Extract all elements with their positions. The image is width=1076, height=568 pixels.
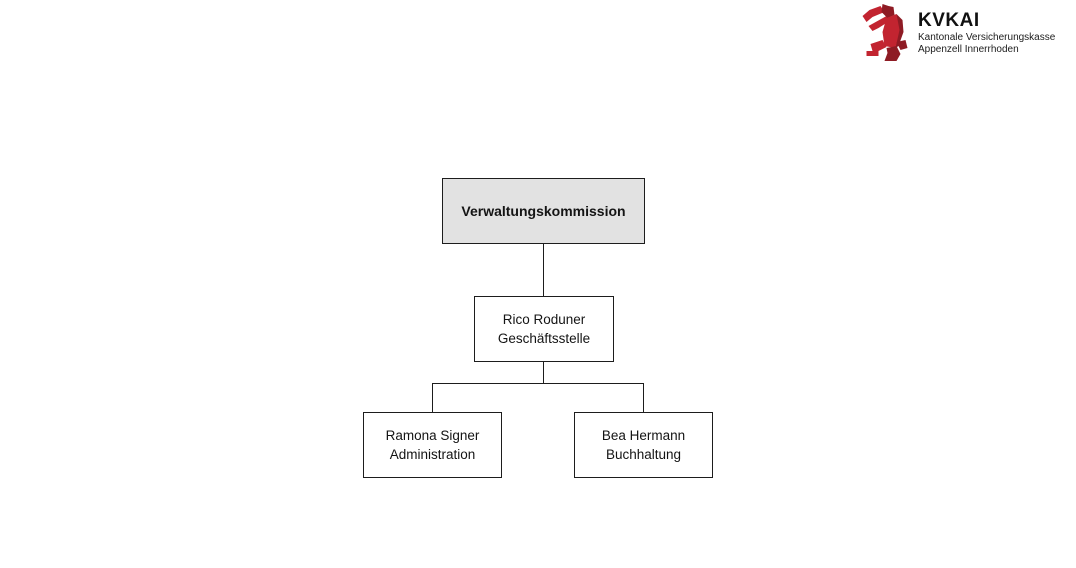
connector-manager-down bbox=[543, 362, 544, 384]
org-node-title: Verwaltungskommission bbox=[461, 202, 626, 219]
connector-horizontal bbox=[432, 383, 644, 384]
org-node-administration: Ramona Signer Administration bbox=[363, 412, 502, 478]
org-node-verwaltungskommission: Verwaltungskommission bbox=[442, 178, 645, 244]
org-node-role: Buchhaltung bbox=[605, 447, 682, 462]
org-node-geschaeftsstelle: Rico Roduner Geschäftsstelle bbox=[474, 296, 614, 362]
org-node-role: Administration bbox=[389, 447, 476, 462]
org-node-buchhaltung: Bea Hermann Buchhaltung bbox=[574, 412, 713, 478]
logo-brand: KVKAI bbox=[918, 10, 980, 31]
logo-tagline-line2: Appenzell Innerrhoden bbox=[918, 44, 1019, 55]
logo-text: KVKAI Kantonale Versicherungskasse Appen… bbox=[918, 4, 1055, 56]
org-node-person: Rico Roduner bbox=[502, 312, 586, 327]
connector-root-to-manager bbox=[543, 244, 544, 296]
connector-to-child-1 bbox=[432, 383, 433, 412]
connector-to-child-2 bbox=[643, 383, 644, 412]
org-node-person: Bea Hermann bbox=[601, 428, 686, 443]
logo: KVKAI Kantonale Versicherungskasse Appen… bbox=[862, 4, 1055, 62]
org-node-role: Geschäftsstelle bbox=[497, 331, 591, 346]
logo-tagline-line1: Kantonale Versicherungskasse bbox=[918, 32, 1056, 43]
appenzell-bear-icon bbox=[862, 4, 908, 61]
org-node-person: Ramona Signer bbox=[385, 428, 480, 443]
